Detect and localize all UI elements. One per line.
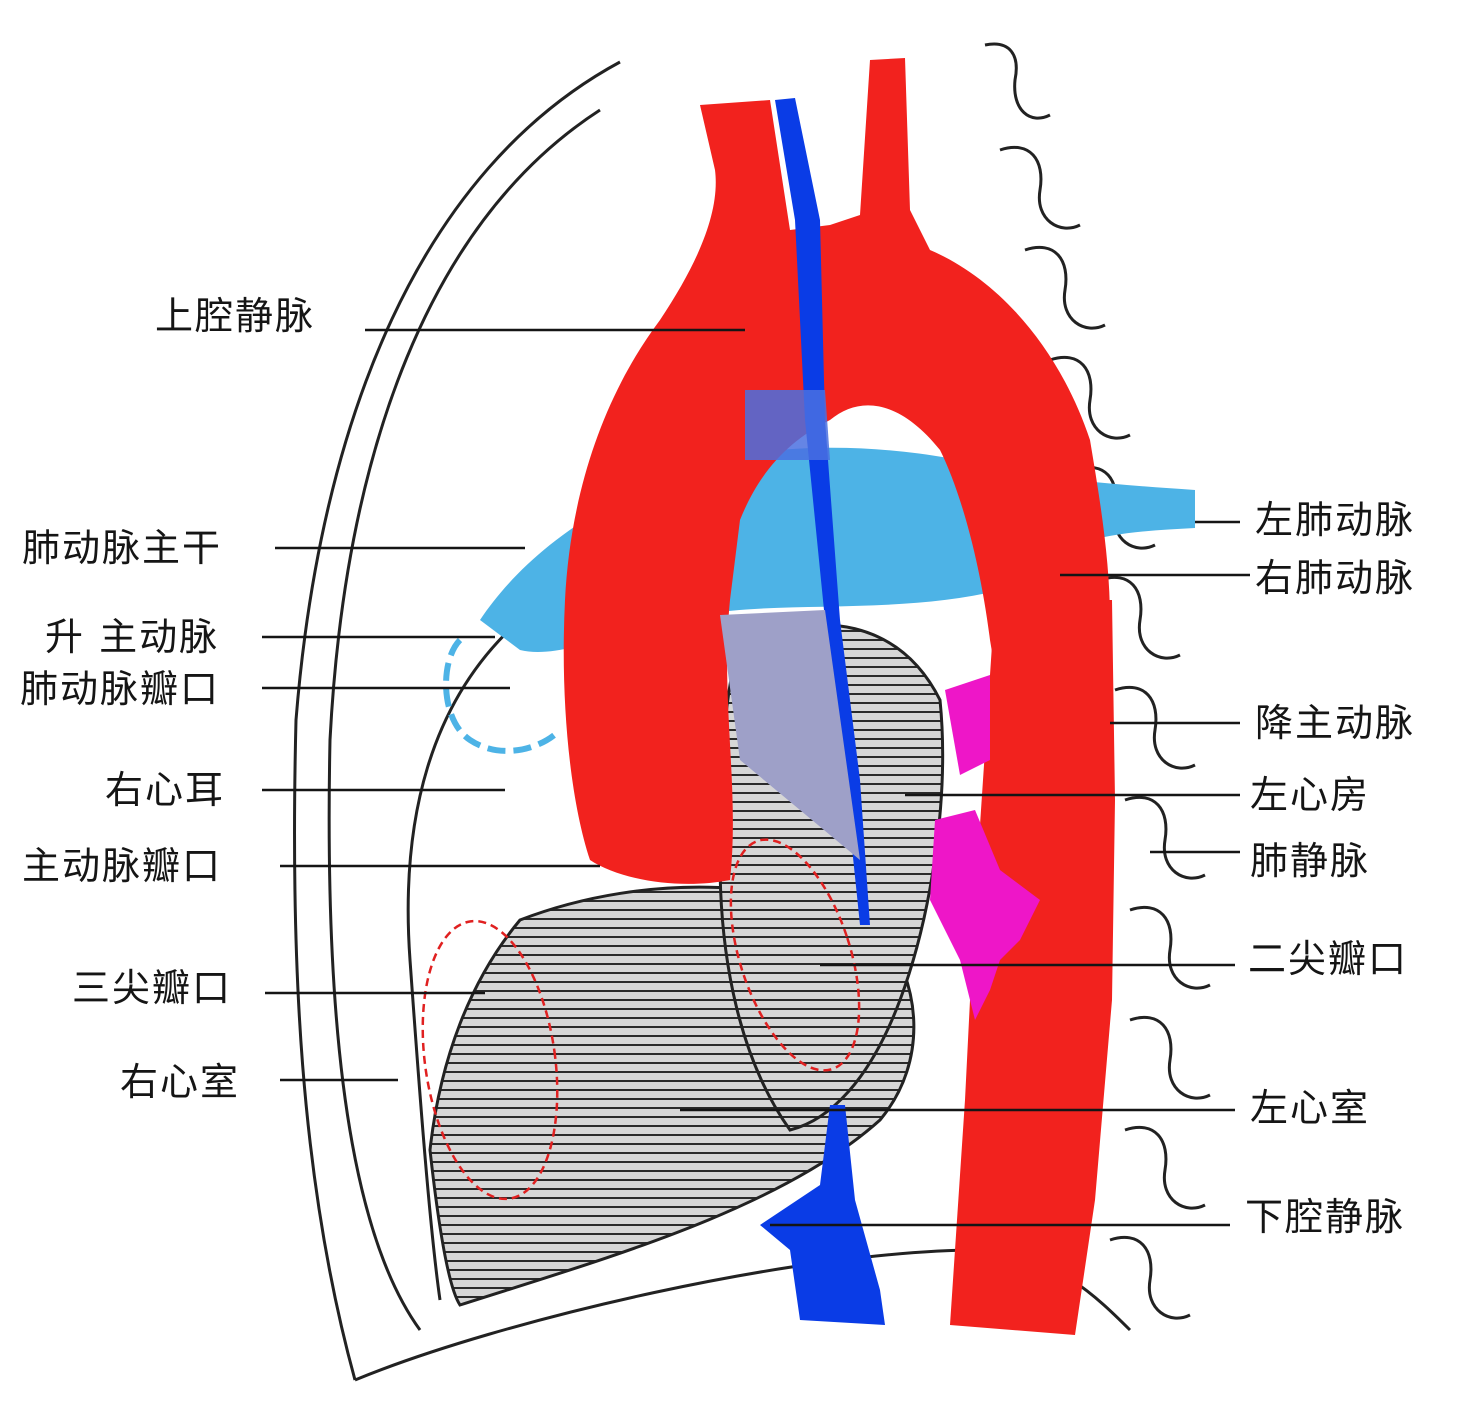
label-pulmonary-trunk: 肺动脉主干 [22,526,223,570]
leader-lines-left [262,328,745,1082]
label-left-pulmonary-artery: 左肺动脉 [1255,498,1416,542]
right-auricle-outline [443,637,563,754]
label-aortic-valve: 主动脉瓣口 [22,844,223,888]
inferior-vena-cava-shape [760,1105,885,1325]
label-right-pulmonary-artery: 右肺动脉 [1255,556,1416,600]
pulmonary-veins-shape [930,810,1040,1020]
chest-outline-inner [327,108,601,1331]
spine-outline [984,42,1211,1320]
tricuspid-valve-outline [421,919,559,1201]
chest-outline-outer [292,60,621,1381]
aorta-shape [563,58,1110,884]
label-ascending-aorta: 升 主动脉 [45,615,220,659]
mitral-valve-outline [729,838,861,1072]
label-left-atrium: 左心房 [1250,773,1371,817]
pericardium-outline [406,618,521,1301]
label-tricuspid-valve: 三尖瓣口 [72,966,233,1010]
label-mitral-valve: 二尖瓣口 [1248,937,1409,981]
leader-lines-right [680,520,1250,1227]
label-descending-aorta: 降主动脉 [1255,701,1416,745]
label-pulmonary-valve: 肺动脉瓣口 [20,667,221,711]
label-pulmonary-veins: 肺静脉 [1250,839,1371,883]
label-inferior-vena-cava: 下腔静脉 [1245,1195,1406,1239]
right-atrium-region [720,610,860,860]
descending-aorta-shape [950,600,1115,1335]
left-atrium-vein-shape [945,675,990,775]
label-right-auricle: 右心耳 [105,768,226,812]
svc-lower-segment [745,390,830,460]
superior-vena-cava-shape [775,98,870,925]
label-left-ventricle: 左心室 [1250,1086,1371,1130]
label-superior-vena-cava: 上腔静脉 [155,294,316,338]
label-right-ventricle: 右心室 [120,1060,241,1104]
